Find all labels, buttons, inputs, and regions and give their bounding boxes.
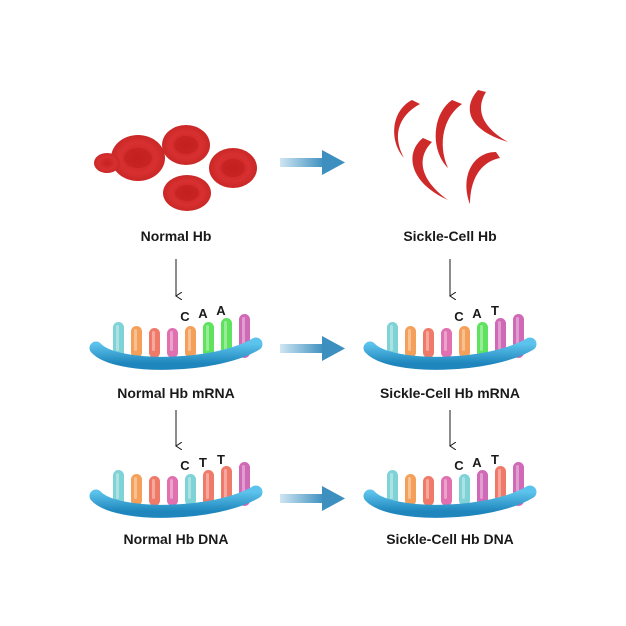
transition-arrow bbox=[280, 336, 345, 361]
sickle-hb-label: Sickle-Cell Hb bbox=[403, 228, 496, 244]
nucleotide-base bbox=[441, 328, 452, 358]
nucleotide-base bbox=[459, 326, 470, 358]
codon-letter: T bbox=[199, 455, 207, 470]
nucleotide-base bbox=[185, 474, 196, 506]
sickle-cells bbox=[394, 90, 508, 204]
codon-letter: A bbox=[472, 306, 482, 321]
codon-letter: A bbox=[198, 306, 208, 321]
codon-normal-dna: C T T bbox=[180, 452, 225, 473]
nucleotide-base bbox=[387, 470, 398, 506]
nucleotide-base bbox=[131, 474, 142, 506]
nucleotide-base bbox=[113, 470, 124, 506]
sugar-phosphate-backbone bbox=[89, 485, 263, 518]
nucleotide-base bbox=[387, 322, 398, 358]
nucleotide-base bbox=[495, 466, 506, 506]
codon-letter: T bbox=[491, 303, 499, 318]
nucleotide-base bbox=[149, 476, 160, 506]
normal-cell bbox=[94, 153, 120, 173]
normal-dna-strand bbox=[89, 462, 263, 518]
sickle-cell bbox=[412, 138, 448, 200]
normal-red-cells bbox=[94, 125, 257, 211]
sickle-dna-strand bbox=[363, 462, 537, 518]
codon-letter: A bbox=[472, 455, 482, 470]
sugar-phosphate-backbone bbox=[89, 337, 263, 370]
nucleotide-base bbox=[221, 318, 232, 358]
normal-mrna-strand bbox=[89, 314, 263, 370]
sickle-cell bbox=[394, 100, 420, 158]
codon-letter: C bbox=[454, 309, 464, 324]
sickle-cell bbox=[466, 152, 500, 204]
codon-letter: A bbox=[216, 303, 226, 318]
codon-letter: C bbox=[180, 458, 190, 473]
codon-letter: T bbox=[491, 452, 499, 467]
nucleotide-base bbox=[167, 476, 178, 506]
sickle-cell bbox=[435, 100, 462, 168]
transition-arrow bbox=[280, 150, 345, 175]
sugar-phosphate-backbone bbox=[363, 485, 537, 518]
normal-hb-label: Normal Hb bbox=[141, 228, 212, 244]
nucleotide-base bbox=[423, 476, 434, 506]
codon-sickle-mrna: C A T bbox=[454, 303, 499, 324]
codon-normal-mrna: C A A bbox=[180, 303, 226, 324]
codon-letter: T bbox=[217, 452, 225, 467]
normal-mrna-label: Normal Hb mRNA bbox=[117, 385, 234, 401]
nucleotide-base bbox=[167, 328, 178, 358]
transition-arrow bbox=[280, 486, 345, 511]
nucleotide-base bbox=[405, 474, 416, 506]
sugar-phosphate-backbone bbox=[363, 337, 537, 370]
sickle-dna-label: Sickle-Cell Hb DNA bbox=[386, 531, 514, 547]
nucleotide-base bbox=[423, 328, 434, 358]
sickle-cell bbox=[469, 90, 508, 142]
codon-letter: C bbox=[454, 458, 464, 473]
sickle-mrna-label: Sickle-Cell Hb mRNA bbox=[380, 385, 520, 401]
nucleotide-base bbox=[185, 326, 196, 358]
nucleotide-base bbox=[441, 476, 452, 506]
normal-dna-label: Normal Hb DNA bbox=[123, 531, 228, 547]
nucleotide-base bbox=[495, 318, 506, 358]
nucleotide-base bbox=[203, 322, 214, 358]
nucleotide-base bbox=[149, 328, 160, 358]
nucleotide-base bbox=[405, 326, 416, 358]
nucleotide-base bbox=[477, 470, 488, 506]
codon-sickle-dna: C A T bbox=[454, 452, 499, 473]
nucleotide-base bbox=[113, 322, 124, 358]
codon-letter: C bbox=[180, 309, 190, 324]
nucleotide-base bbox=[221, 466, 232, 506]
sickle-mrna-strand bbox=[363, 314, 537, 370]
nucleotide-base bbox=[131, 326, 142, 358]
nucleotide-base bbox=[459, 474, 470, 506]
nucleotide-base bbox=[477, 322, 488, 358]
nucleotide-base bbox=[203, 470, 214, 506]
